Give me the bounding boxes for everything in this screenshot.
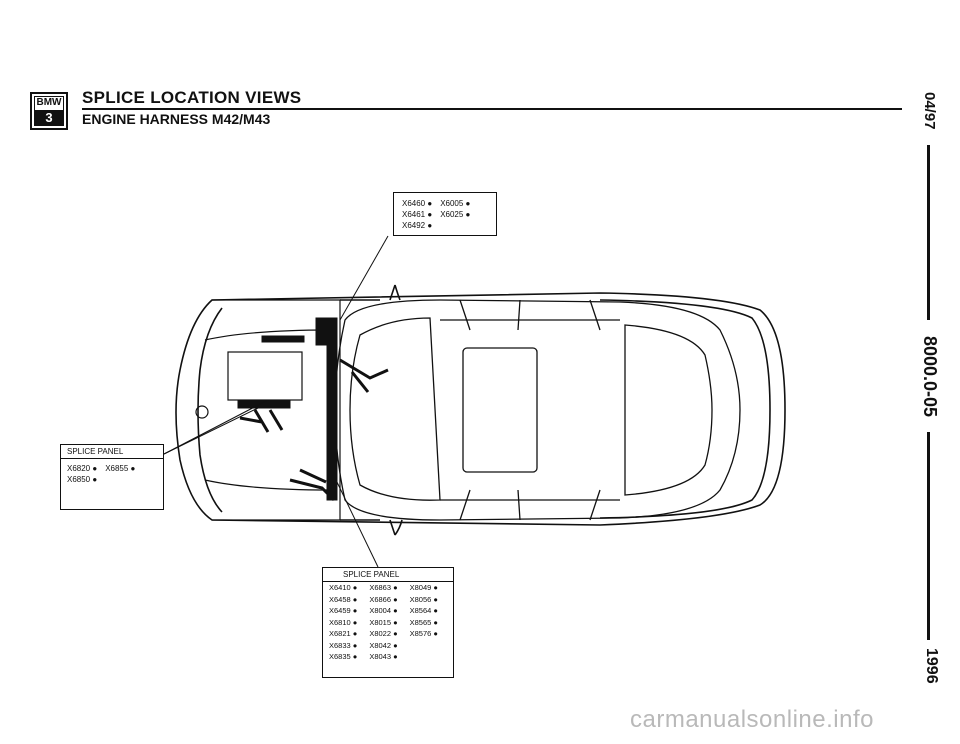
wiring-harness <box>237 317 389 502</box>
panel-title: SPLICE PANEL <box>61 445 163 459</box>
splice-row: X6835 ● X8043 ● <box>323 651 444 663</box>
splice-row: X6850 ● <box>67 474 157 485</box>
callout-leader-lines <box>163 235 389 568</box>
splice-id: X6461 ● <box>402 210 433 219</box>
splice-table: X6410 ● X6863 ● X8049 ● X6458 ● X6866 ● … <box>323 582 444 663</box>
splice-row: X6458 ● X6866 ● X8056 ● <box>323 594 444 606</box>
splice-id: X6492 ● <box>402 221 433 230</box>
splice-id: X6820 ● <box>67 464 98 473</box>
bmw-logo: BMW 3 <box>30 92 68 130</box>
splice-id: X6855 ● <box>105 464 136 473</box>
splice-row: X6460 ● X6005 ● <box>402 198 488 209</box>
splice-row: X6459 ● X8004 ● X8564 ● <box>323 605 444 617</box>
splice-id: X8049 ● <box>409 583 438 592</box>
splice-callout-top: X6460 ● X6005 ● X6461 ● X6025 ● X6492 ● <box>393 192 497 236</box>
margin-rule-2 <box>927 432 930 640</box>
page-subtitle: ENGINE HARNESS M42/M43 <box>82 111 271 127</box>
cabin-outline <box>334 299 741 521</box>
splice-row: X6810 ● X8015 ● X8565 ● <box>323 617 444 629</box>
splice-id: X6460 ● <box>402 199 433 208</box>
splice-row: X6833 ● X8042 ● <box>323 640 444 652</box>
splice-id: X6005 ● <box>440 199 471 208</box>
splice-panel-left: SPLICE PANEL X6820 ● X6855 ● X6850 ● <box>60 444 164 510</box>
splice-row: X6410 ● X6863 ● X8049 ● <box>323 582 444 594</box>
splice-row: X6492 ● <box>402 220 488 231</box>
logo-series: 3 <box>34 110 64 126</box>
panel-title: SPLICE PANEL <box>323 568 453 582</box>
watermark-text: carmanualsonline.info <box>630 706 874 733</box>
splice-id: X6410 ● <box>329 583 358 592</box>
splice-id: X6025 ● <box>440 210 471 219</box>
margin-rule-1 <box>927 145 930 320</box>
splice-id: X6821 ● <box>329 629 358 638</box>
splice-id: X8564 ● <box>409 606 438 615</box>
splice-row: X6820 ● X6855 ● <box>67 463 157 474</box>
splice-id: X8015 ● <box>369 617 398 627</box>
splice-id: X6459 ● <box>329 606 358 615</box>
splice-id: X8056 ● <box>409 594 438 604</box>
engine-bay <box>195 299 341 521</box>
splice-id: X6863 ● <box>369 583 398 592</box>
car-body-outline <box>175 284 786 536</box>
splice-id: X6458 ● <box>329 594 358 604</box>
splice-panel-bottom: SPLICE PANEL X6410 ● X6863 ● X8049 ● X64… <box>322 567 454 678</box>
header-rule <box>82 108 902 110</box>
splice-id: X6835 ● <box>329 652 358 661</box>
splice-id: X8043 ● <box>369 652 398 661</box>
page-title: SPLICE LOCATION VIEWS <box>82 88 302 107</box>
splice-id: X6866 ● <box>369 594 398 604</box>
splice-row: X6821 ● X8022 ● X8576 ● <box>323 628 444 640</box>
splice-id: X6810 ● <box>329 617 358 627</box>
splice-id: X8042 ● <box>369 640 398 650</box>
splice-id: X6850 ● <box>67 475 98 484</box>
splice-row: X6461 ● X6025 ● <box>402 209 488 220</box>
splice-id: X8565 ● <box>409 617 438 627</box>
splice-id: X8004 ● <box>369 606 398 615</box>
splice-id: X8022 ● <box>369 629 398 638</box>
splice-id: X6833 ● <box>329 640 358 650</box>
splice-id: X8576 ● <box>409 629 438 638</box>
